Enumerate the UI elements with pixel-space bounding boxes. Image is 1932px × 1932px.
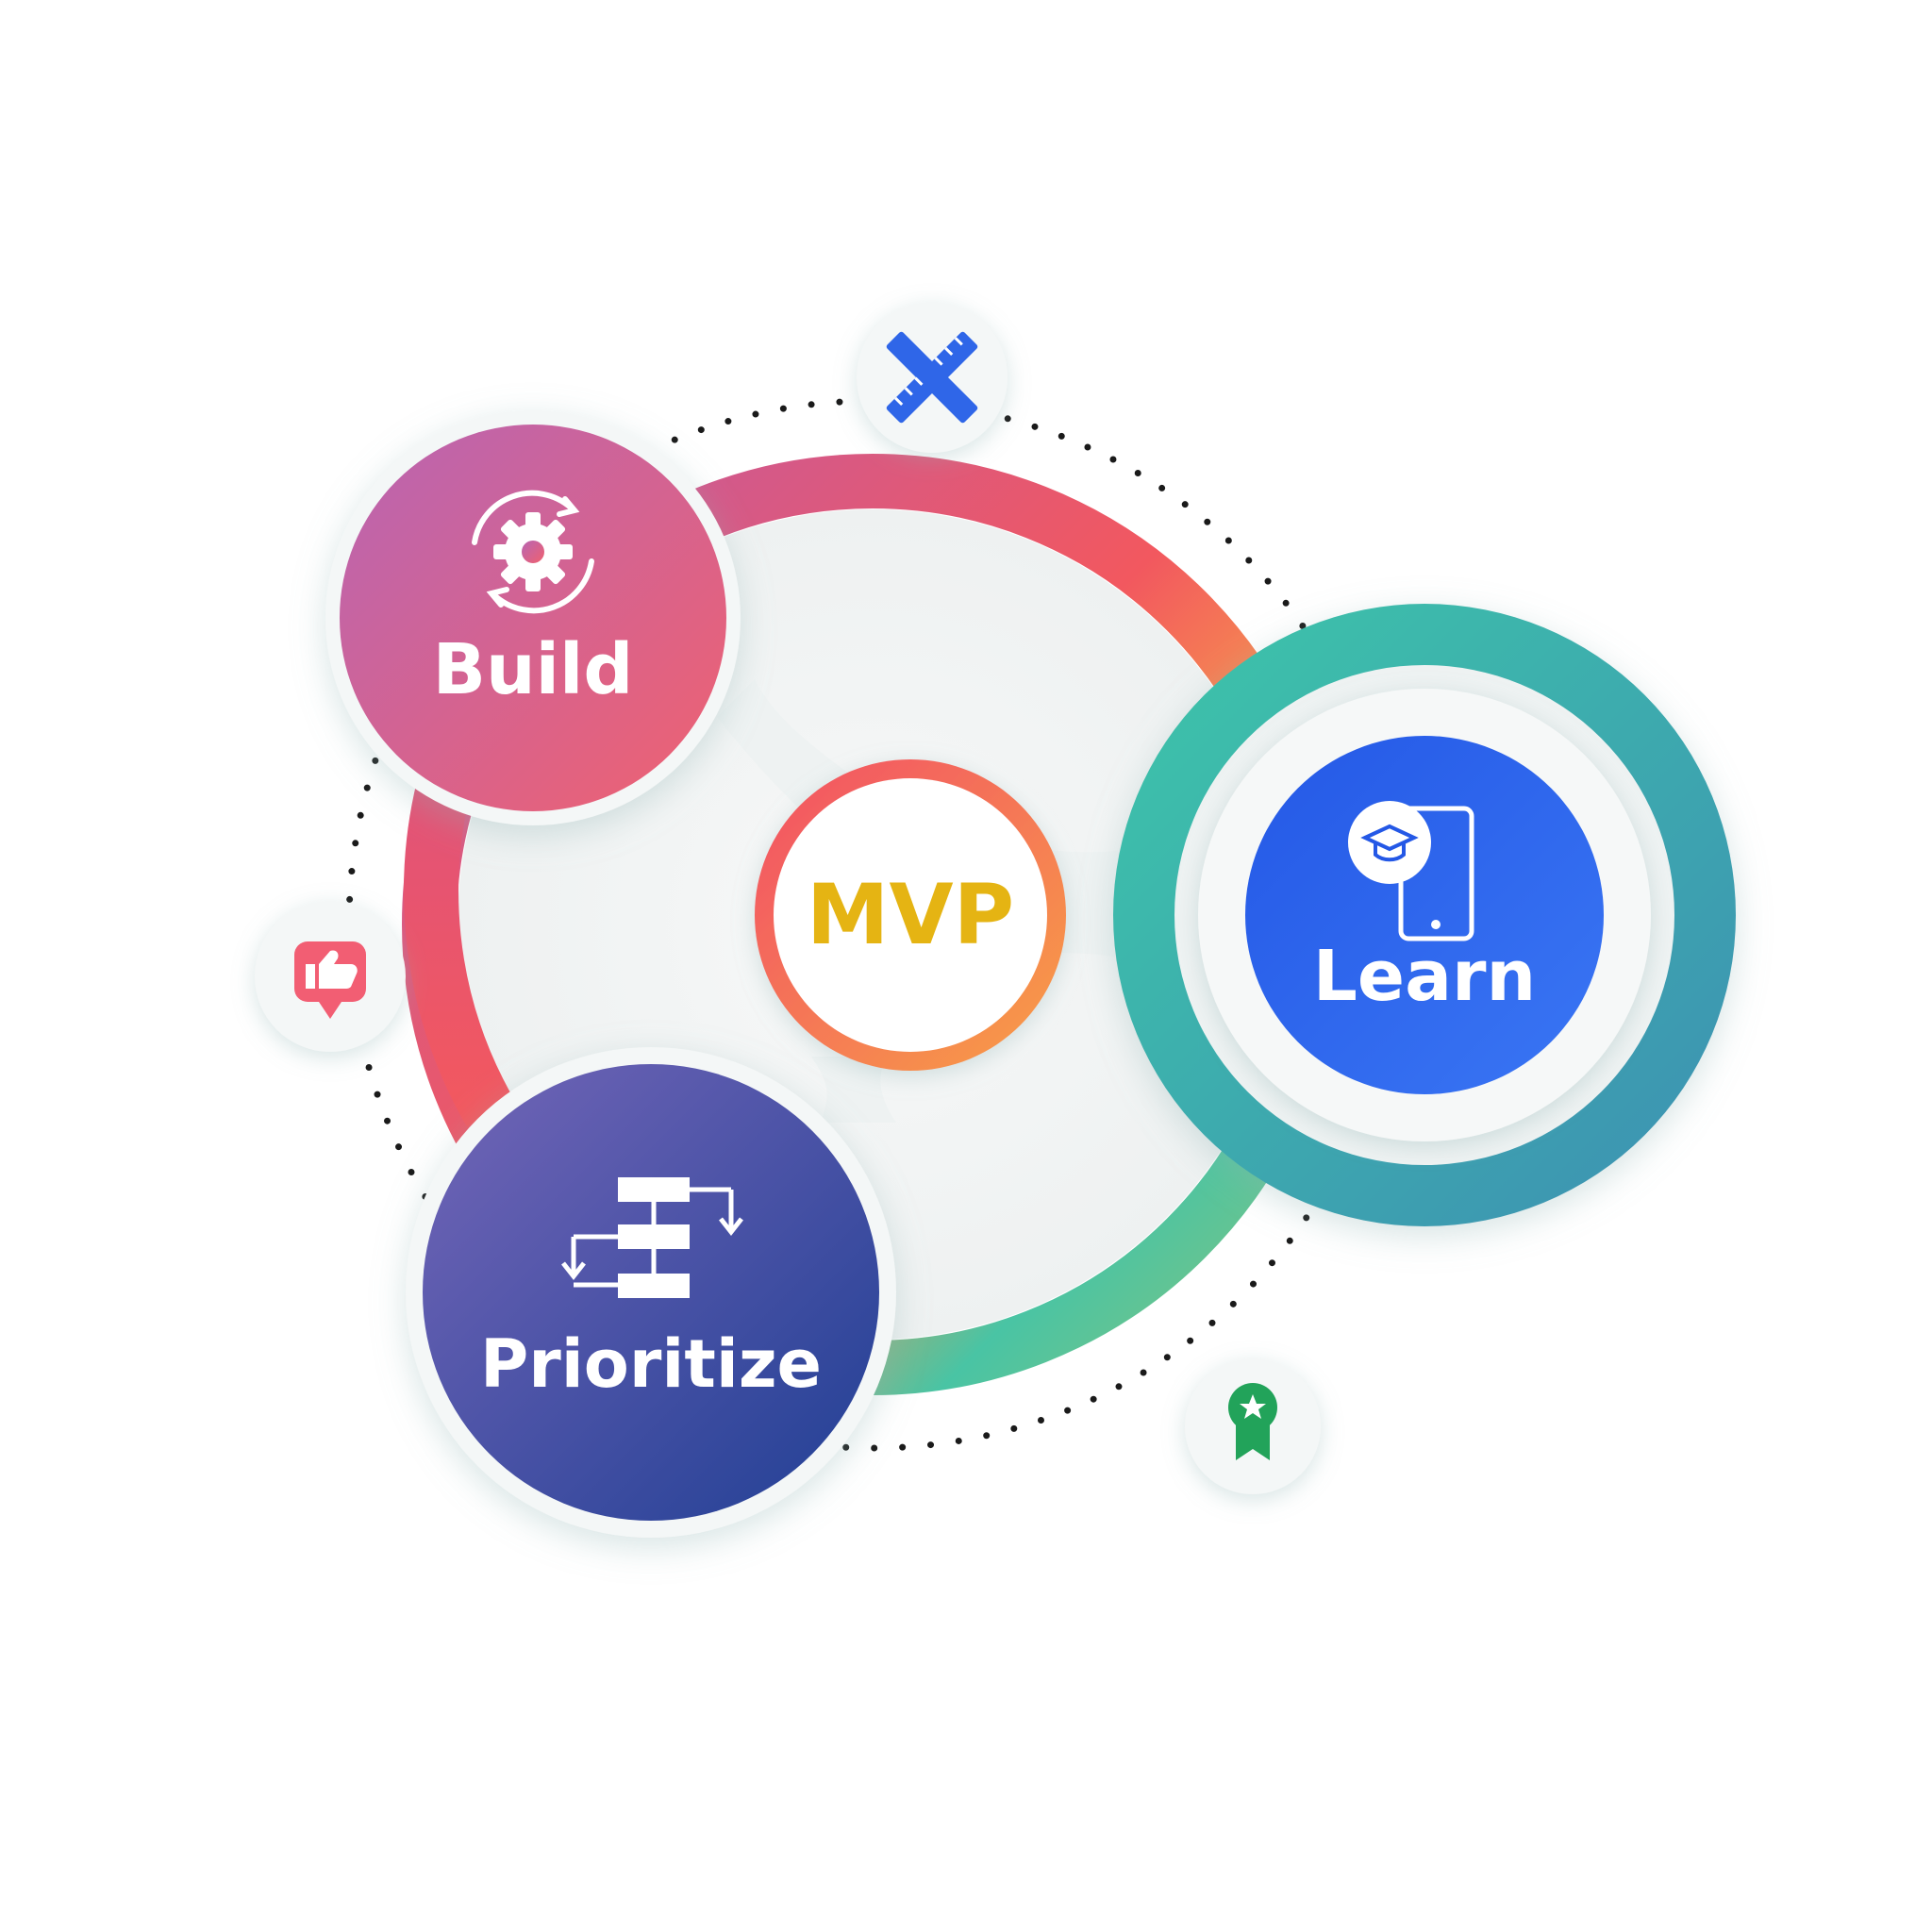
mvp-label: MVP bbox=[807, 866, 1014, 963]
learn-node[interactable]: Learn bbox=[1113, 604, 1736, 1226]
build-node[interactable]: Build bbox=[325, 410, 741, 825]
design-badge bbox=[857, 302, 1008, 453]
prioritize-label: Prioritize bbox=[480, 1325, 822, 1403]
learn-label: Learn bbox=[1313, 936, 1536, 1017]
build-label: Build bbox=[433, 629, 634, 710]
thumbs-up-icon bbox=[294, 941, 366, 1019]
award-badge bbox=[1185, 1358, 1321, 1494]
ruler-pencil-icon bbox=[886, 331, 978, 424]
award-ribbon-icon bbox=[1228, 1383, 1277, 1460]
prioritize-node[interactable]: Prioritize bbox=[406, 1047, 896, 1538]
mobile-graduation-icon bbox=[1348, 801, 1474, 941]
gear-cycle-icon bbox=[472, 490, 594, 614]
like-badge bbox=[255, 901, 406, 1052]
flowchart-icon bbox=[561, 1177, 743, 1298]
loop-ring-left bbox=[404, 746, 515, 1127]
mvp-center: MVP bbox=[755, 759, 1066, 1071]
